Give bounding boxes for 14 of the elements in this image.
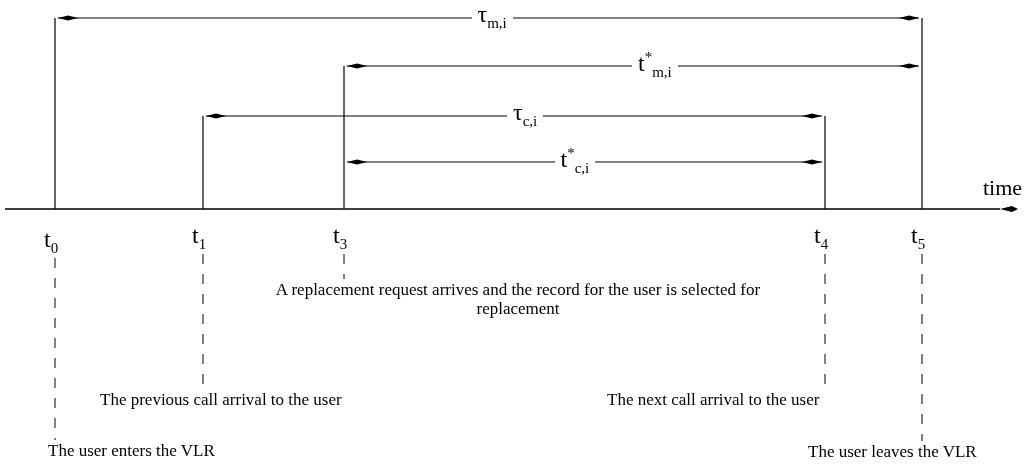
leader-line (921, 253, 923, 442)
time-point-label: t$_{0}$ (44, 226, 59, 257)
event-description: The previous call arrival to the user (100, 391, 342, 410)
time-point-label: t$_{1}$ (192, 222, 207, 253)
event-description: The next call arrival to the user (607, 391, 820, 410)
leader-line (54, 257, 56, 441)
time-point-label: t$_{4}$ (814, 222, 829, 253)
time-point-label: t$_{5}$ (911, 222, 926, 253)
event-description: The user leaves the VLR (808, 443, 977, 462)
event-description: A replacement request arrives and the record for the user is selected for replacement (258, 281, 778, 319)
leader-line (343, 253, 345, 280)
event-description: The user enters the VLR (48, 442, 215, 461)
axis-label: time (983, 176, 1023, 201)
time-point-label: t$_{3}$ (333, 222, 348, 253)
